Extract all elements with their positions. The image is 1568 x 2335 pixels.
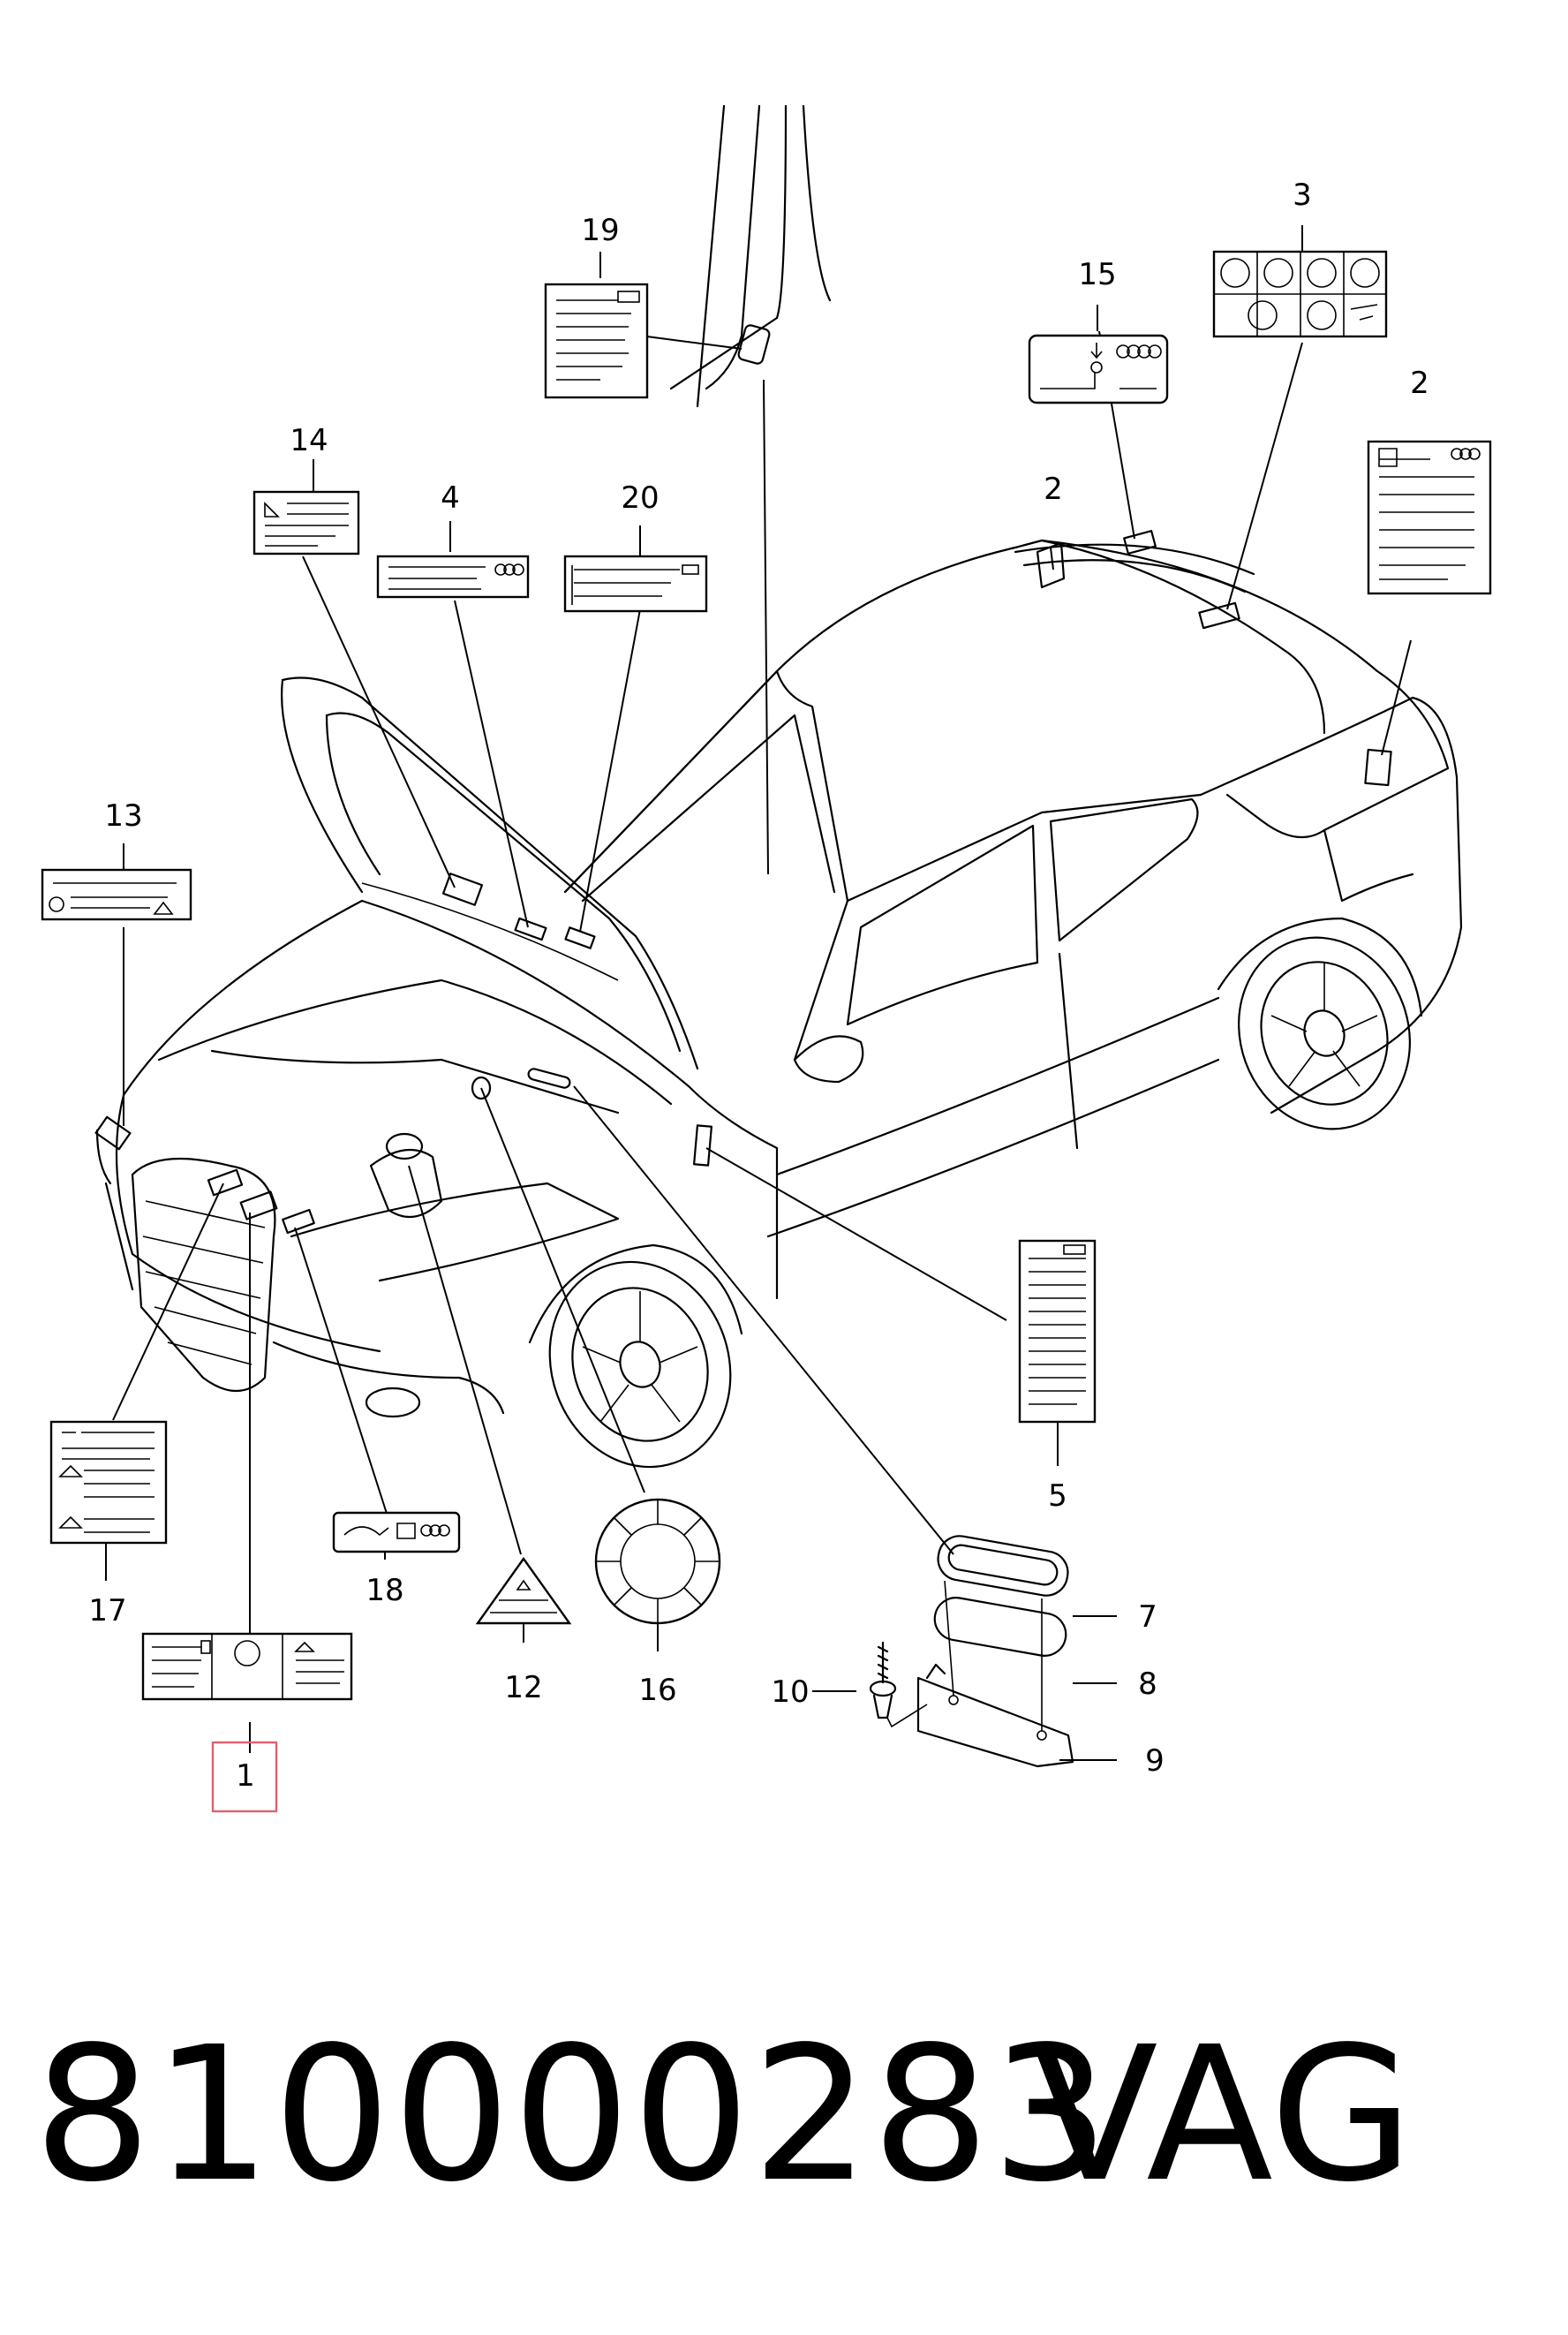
callout-18: 18 (366, 1573, 403, 1608)
label-20-sticker (563, 555, 708, 613)
callout-17: 17 (88, 1593, 126, 1628)
label-13-sticker (41, 868, 192, 921)
label-16-disc (594, 1498, 721, 1625)
callout-10: 10 (771, 1674, 809, 1710)
callout-8: 8 (1138, 1666, 1157, 1702)
callout-4: 4 (441, 480, 460, 516)
callout-2-right: 2 (1410, 366, 1429, 401)
highlight-box-1 (211, 1741, 278, 1813)
callout-7: 7 (1138, 1599, 1157, 1635)
brand-name: VAG (1031, 2006, 1413, 2223)
placed-labels (94, 324, 1392, 1235)
leader-lines (105, 225, 1412, 1761)
label-3-sticker (1212, 250, 1388, 338)
parts-diagram: 19 15 3 2 2 14 4 20 13 5 7 8 9 10 17 18 … (41, 104, 1492, 1813)
label-1-sticker (141, 1632, 353, 1701)
label-18-sticker (332, 1511, 461, 1553)
callout-16: 16 (638, 1673, 676, 1708)
callout-13: 13 (104, 798, 142, 834)
callout-1: 1 (236, 1758, 255, 1794)
callout-12: 12 (504, 1670, 542, 1705)
callout-14: 14 (290, 423, 328, 458)
label-17-sticker (49, 1420, 168, 1545)
part-10-screw (869, 1641, 928, 1728)
label-4-sticker (376, 555, 530, 599)
callout-3: 3 (1293, 178, 1312, 213)
callout-9: 9 (1145, 1743, 1165, 1779)
callout-20: 20 (621, 480, 659, 516)
label-5-sticker (1018, 1239, 1097, 1424)
callout-15: 15 (1078, 257, 1116, 292)
label-15-sticker (1028, 334, 1169, 404)
callout-19: 19 (581, 213, 619, 248)
label-19-sticker (544, 283, 649, 399)
label-14-sticker (253, 490, 360, 555)
callout-numbers: 19 15 3 2 2 14 4 20 13 5 7 8 9 10 17 18 … (88, 178, 1429, 1794)
label-12-warning-triangle (475, 1556, 572, 1625)
trim-parts-7-8-9 (916, 1535, 1074, 1768)
label-2-right-sticker (1367, 440, 1492, 595)
callout-2-roof: 2 (1044, 472, 1063, 507)
part-number: 810000283 (34, 2006, 1112, 2223)
callout-5: 5 (1048, 1478, 1067, 1514)
